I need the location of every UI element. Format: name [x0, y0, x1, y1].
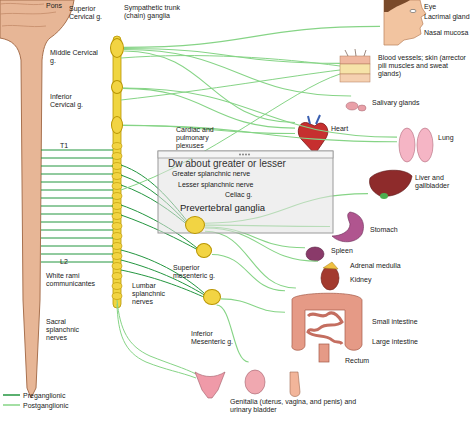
ganglion-label: Superior Cervical g.: [69, 5, 111, 21]
popup-window: [158, 151, 333, 233]
rectum-icon: [319, 344, 329, 362]
stomach-icon: [332, 212, 364, 242]
organ-node: Salivary glands: [345, 96, 445, 114]
annotation-note: Dw about greater or lesser: [168, 158, 328, 170]
organ-label: Small intestine: [372, 318, 434, 326]
uterus-icon: [195, 372, 225, 398]
nerve-connector: [123, 125, 397, 141]
nerve-label: Greater splanchnic nerve: [172, 170, 292, 178]
organ-label: Lacrimal gland: [424, 13, 474, 21]
organ-node: Spleen: [305, 244, 365, 264]
organ-label: Lung: [438, 134, 468, 142]
preganglionic-fibres: [41, 150, 113, 262]
organ-label: Spleen: [331, 247, 363, 255]
ganglion-node: Superior Cervical g.: [110, 38, 124, 58]
hair-icon: [384, 0, 410, 12]
segment-label: T1: [60, 142, 74, 150]
organ-node: Heart: [295, 115, 355, 155]
organ-label: Large intestine: [372, 338, 434, 346]
eye-icon: [410, 9, 416, 12]
ganglion-node: Middle Cervical g.: [111, 80, 123, 94]
nerve-connector: [123, 88, 295, 128]
sympathetic-trunk: [113, 36, 121, 308]
nerve-connector: [124, 26, 380, 47]
kidney-icon: [321, 266, 339, 290]
ganglion-label: Middle Cervical g.: [50, 49, 98, 65]
structure-label: Sympathetic trunk (chain) ganglia: [124, 4, 194, 20]
nerve-label: Lesser splanchnic nerve: [178, 181, 298, 189]
organ-node: Blood vessels; skin (arrector pili muscl…: [340, 52, 474, 84]
organ-label: Kidney: [350, 276, 384, 284]
small-intestine-icon: [308, 313, 342, 344]
nerve-label: Sacral splanchnic nerves: [46, 318, 86, 342]
adrenal-icon: [323, 262, 338, 269]
nerve-connector: [221, 299, 285, 312]
salivary-icon: [346, 102, 358, 110]
organ-label: Salivary glands: [372, 99, 442, 107]
skin-icon: [340, 74, 370, 82]
popup-header: [158, 151, 333, 158]
organ-node: Adrenal medullaKidney: [318, 260, 418, 292]
skin-icon: [340, 56, 370, 64]
spleen-icon: [306, 247, 324, 261]
nerve-connector: [217, 305, 249, 362]
large-intestine-icon: [292, 293, 362, 350]
face-icon: [384, 0, 426, 45]
lung-icon: [399, 128, 415, 162]
skin-icon: [340, 64, 370, 74]
legend-line: [3, 394, 20, 396]
ganglion-node: Superior mesenteric g.: [196, 243, 212, 258]
organ-label: Nasal mucosa: [424, 29, 474, 37]
organ-node: Liver and gallbladder: [368, 168, 474, 200]
organ-node: EyeLacrimal glandNasal mucosa: [380, 0, 474, 45]
plexus-label: Cardiac and pulmonary plexuses: [176, 126, 238, 150]
organ-label: Genitalia (uterus, vagina, and penis) an…: [230, 398, 360, 414]
organ-node: Genitalia (uterus, vagina, and penis) an…: [190, 362, 340, 420]
ganglion-node: Inferior Mesenteric g.: [203, 289, 221, 305]
organ-label: Blood vessels; skin (arrector pili muscl…: [378, 54, 472, 78]
ganglion-label: Superior mesenteric g.: [173, 264, 223, 280]
legend-text: Preganglionic: [23, 392, 65, 399]
organ-node: Small intestineLarge intestineRectum: [285, 288, 435, 368]
organ-label: Eye: [424, 3, 472, 11]
legend-line: [3, 404, 20, 406]
ganglia-label: Prevertebral ganglia: [180, 203, 310, 214]
organ-label: Rectum: [345, 357, 380, 365]
chain-ganglia: [112, 143, 122, 300]
hair-icon: [345, 49, 366, 56]
penis-icon: [290, 372, 300, 397]
nerve-connector: [124, 51, 295, 123]
lung-icon: [417, 128, 433, 162]
nerve-connector: [205, 231, 296, 288]
organ-label: Stomach: [370, 226, 410, 234]
ganglion-label: Celiac g.: [225, 191, 265, 199]
nerve-connector: [212, 254, 285, 290]
organ-node: Stomach: [330, 210, 410, 244]
gallbladder-icon: [380, 193, 388, 199]
ganglion-node: Celiac g.: [185, 216, 205, 234]
postganglionic-fibres: [117, 56, 340, 378]
segment-label: L2: [60, 258, 74, 266]
liver-icon: [369, 170, 412, 196]
structure-label: Pons: [46, 2, 72, 10]
bladder-icon: [245, 370, 265, 394]
nerve-label: Lumbar splanchnic nerves: [132, 282, 172, 306]
organ-node: Lung: [397, 124, 474, 164]
ganglion-node: Inferior Cervical g.: [111, 116, 123, 134]
salivary-icon: [358, 105, 366, 111]
ganglion-label: Inferior Mesenteric g.: [191, 330, 241, 346]
nerve-label: White rami communicantes: [46, 272, 102, 288]
organ-label: Heart: [331, 125, 361, 133]
organ-label: Adrenal medulla: [350, 262, 414, 270]
nerve-connector: [123, 88, 397, 137]
legend-text: Postganglionic: [23, 402, 69, 409]
organ-label: Liver and gallbladder: [415, 174, 473, 190]
heart-vessels: [308, 115, 320, 124]
popup-grip: [239, 154, 250, 156]
ganglion-label: Inferior Cervical g.: [50, 93, 98, 109]
